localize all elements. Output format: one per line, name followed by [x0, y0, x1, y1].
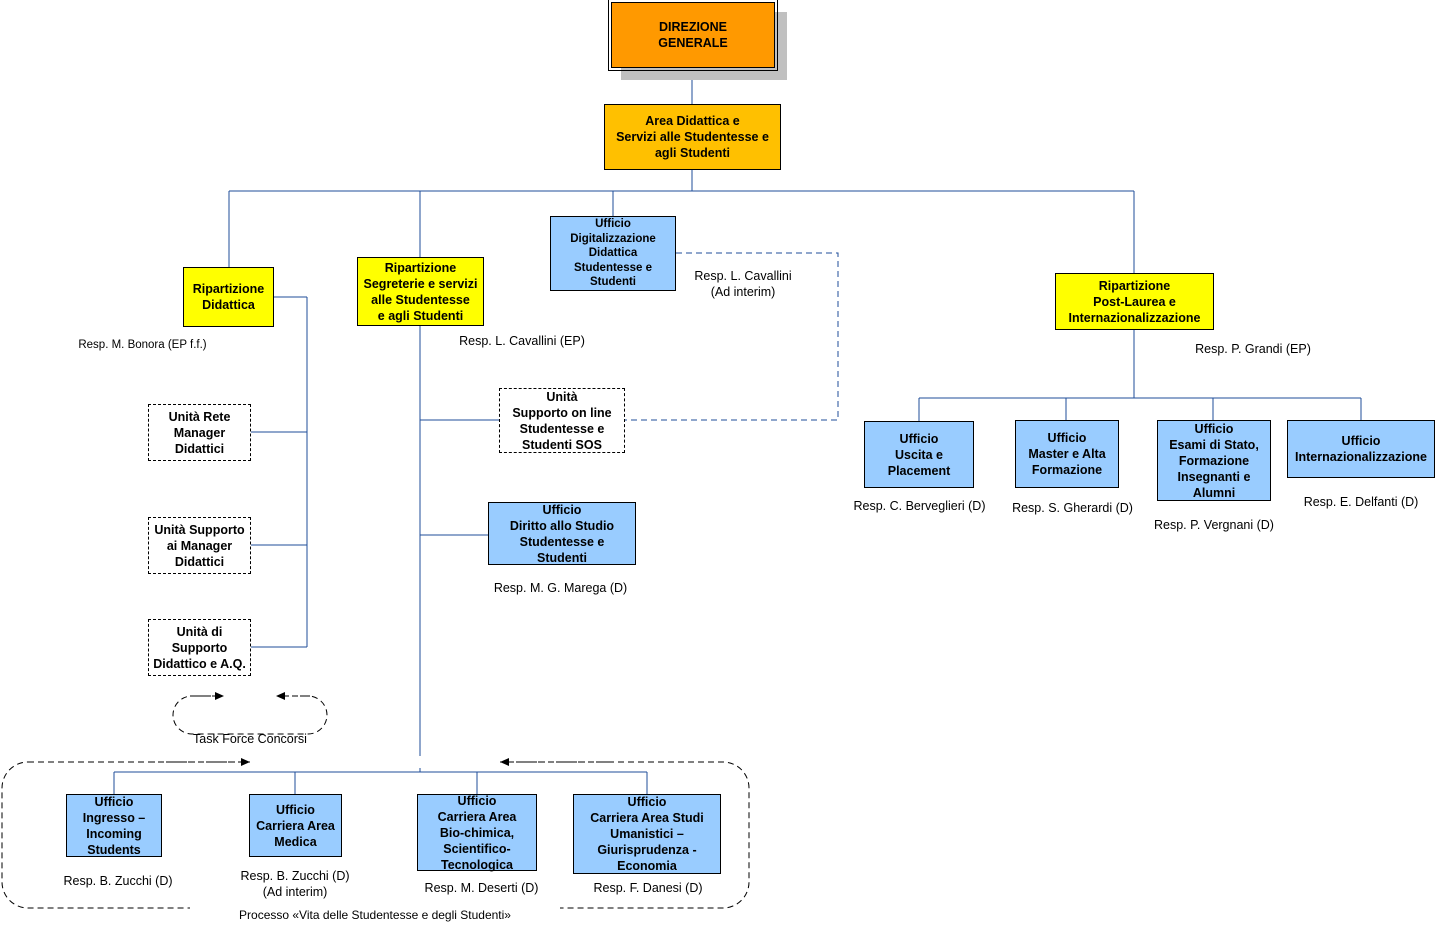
unita-supporto-manager-box[interactable]: Unità Supporto ai Manager Didattici	[148, 517, 251, 574]
unita-supporto-aq-box[interactable]: Unità di Supporto Didattico e A.Q.	[148, 619, 251, 676]
ripartizione-postlaurea-box[interactable]: Ripartizione Post-Laurea e Internazional…	[1055, 273, 1214, 330]
resp-berveglieri: Resp. C. Berveglieri (D)	[853, 499, 986, 513]
resp-marega: Resp. M. G. Marega (D)	[493, 581, 628, 595]
resp-zucchi-ingresso: Resp. B. Zucchi (D)	[63, 874, 173, 888]
resp-cavallini-interim: Resp. L. Cavallini (Ad interim)	[694, 269, 792, 299]
resp-cavallini-ep: Resp. L. Cavallini (EP)	[459, 334, 585, 348]
ufficio-medica-box[interactable]: Ufficio Carriera Area Medica	[249, 794, 342, 857]
direzione-generale-box[interactable]: DIREZIONE GENERALE	[608, 0, 778, 71]
processo-label: Processo «Vita delle Studentesse e degli…	[190, 907, 560, 923]
ufficio-uscita-box[interactable]: Ufficio Uscita e Placement	[864, 421, 974, 488]
resp-delfanti: Resp. E. Delfanti (D)	[1303, 495, 1419, 509]
resp-grandi: Resp. P. Grandi (EP)	[1195, 342, 1311, 356]
ufficio-diritto-studio-box[interactable]: Ufficio Diritto allo Studio Studentesse …	[488, 502, 636, 565]
resp-gherardi: Resp. S. Gherardi (D)	[1012, 501, 1133, 515]
unita-sos-box[interactable]: Unità Supporto on line Studentesse e Stu…	[499, 388, 625, 453]
ufficio-esami-box[interactable]: Ufficio Esami di Stato, Formazione Inseg…	[1157, 420, 1271, 501]
resp-bonora: Resp. M. Bonora (EP f.f.)	[78, 339, 207, 351]
ufficio-umanistici-box[interactable]: Ufficio Carriera Area Studi Umanistici –…	[573, 794, 721, 874]
resp-vergnani: Resp. P. Vergnani (D)	[1154, 518, 1274, 532]
ufficio-digitalizzazione-box[interactable]: Ufficio Digitalizzazione Didattica Stude…	[550, 216, 676, 291]
task-force-label: Task Force Concorsi	[193, 732, 307, 746]
ufficio-biochimica-box[interactable]: Ufficio Carriera Area Bio-chimica, Scien…	[417, 794, 537, 872]
ripartizione-segreterie-box[interactable]: Ripartizione Segreterie e servizi alle S…	[357, 257, 484, 326]
ufficio-ingresso-box[interactable]: Ufficio Ingresso – Incoming Students	[66, 794, 162, 857]
resp-deserti: Resp. M. Deserti (D)	[424, 881, 539, 895]
area-didattica-box[interactable]: Area Didattica e Servizi alle Studentess…	[604, 104, 781, 170]
unita-rete-box[interactable]: Unità Rete Manager Didattici	[148, 404, 251, 461]
ripartizione-didattica-box[interactable]: Ripartizione Didattica	[183, 267, 274, 327]
resp-zucchi-medica: Resp. B. Zucchi (D) (Ad interim)	[240, 869, 350, 899]
ufficio-master-box[interactable]: Ufficio Master e Alta Formazione	[1015, 420, 1119, 488]
resp-danesi: Resp. F. Danesi (D)	[593, 881, 703, 895]
ufficio-internazionalizzazione-box[interactable]: Ufficio Internazionalizzazione	[1287, 420, 1435, 478]
